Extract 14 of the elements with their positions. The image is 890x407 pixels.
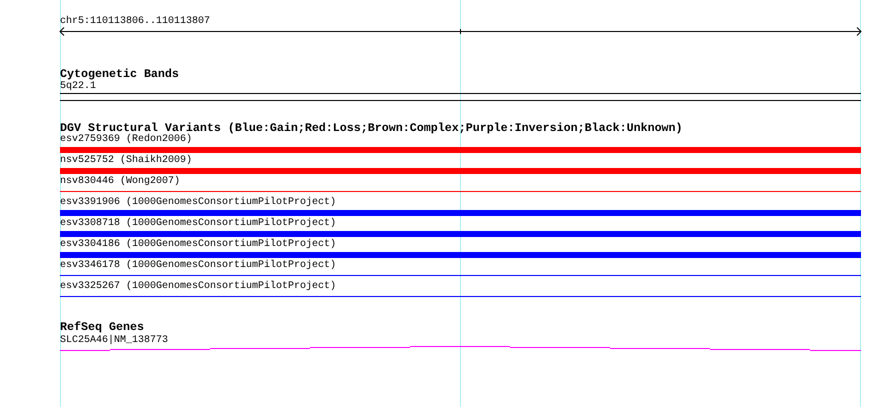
variant-label: esv3325267 (1000GenomesConsortiumPilotProject) bbox=[60, 281, 336, 293]
variant-label: esv2759369 (Redon2006) bbox=[60, 134, 192, 146]
variant-label: esv3308718 (1000GenomesConsortiumPilotProject) bbox=[60, 218, 336, 230]
variant-label: esv3304186 (1000GenomesConsortiumPilotProject) bbox=[60, 239, 336, 251]
variant-label: nsv830446 (Wong2007) bbox=[60, 176, 180, 188]
track-title: DGV Structural Variants (Blue:Gain;Red:Loss;Brown:Complex;Purple:Inversion;Black:Unknown) bbox=[60, 122, 683, 135]
band-label: 5q22.1 bbox=[60, 81, 96, 93]
coordinate-label: chr5:110113806..110113807 bbox=[60, 16, 210, 28]
track-title: RefSeq Genes bbox=[60, 321, 144, 334]
variant-label: esv3391906 (1000GenomesConsortiumPilotProject) bbox=[60, 197, 336, 209]
gene-label: SLC25A46|NM_138773 bbox=[60, 335, 168, 347]
variant-label: nsv525752 (Shaikh2009) bbox=[60, 155, 192, 167]
variant-label: esv3346178 (1000GenomesConsortiumPilotProject) bbox=[60, 260, 336, 272]
track-title: Cytogenetic Bands bbox=[60, 68, 179, 81]
